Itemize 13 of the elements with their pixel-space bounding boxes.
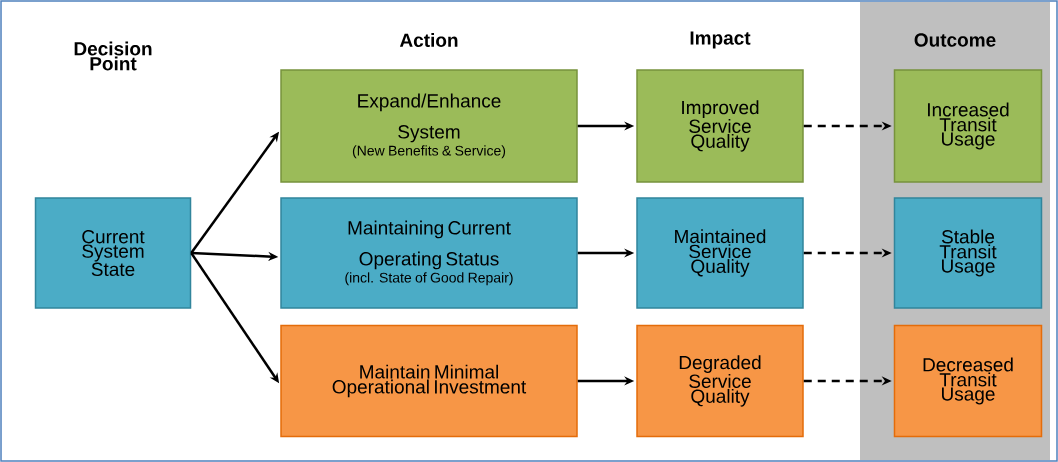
process-box: Degraded Service Quality: [636, 324, 804, 438]
process-box: Increased Transit Usage: [893, 69, 1043, 183]
process-box: Current System State: [34, 197, 192, 309]
process-box: Maintained Service Quality: [636, 197, 804, 309]
column-heading: Impact: [690, 31, 751, 49]
process-box: Expand/Enhance System (New Benefits & Service): [280, 69, 578, 183]
process-box: Improved Service Quality: [636, 69, 804, 183]
process-box: Decreased Transit Usage: [893, 324, 1043, 438]
column-heading: Action: [399, 33, 458, 47]
column-heading: Decision Point: [74, 41, 152, 71]
process-box: Maintaining Current Operating Status (incl. State of Good Repair): [280, 197, 578, 309]
process-box: Maintain Minimal Operational Investment: [280, 324, 578, 438]
process-box: Stable Transit Usage: [893, 197, 1043, 309]
